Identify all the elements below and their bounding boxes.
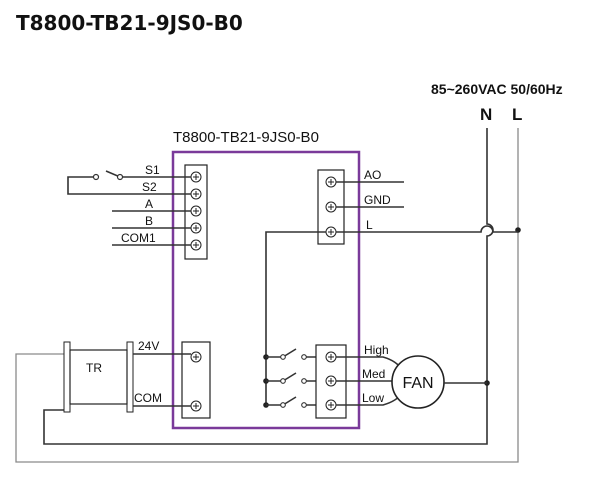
power-terminal-screws	[190, 351, 202, 412]
output-label-ao: AO	[364, 168, 381, 182]
input-label-b: B	[145, 214, 153, 228]
transformer-right-flange	[126, 341, 134, 413]
line-rail	[15, 128, 519, 463]
input-label-com1: COM1	[121, 231, 156, 245]
power-label-24v: 24V	[138, 339, 159, 353]
transformer-left-flange	[63, 341, 71, 413]
transformer-label: TR	[86, 361, 102, 375]
s1-switch-contact	[92, 173, 100, 181]
transformer-core	[69, 349, 128, 405]
input-label-a: A	[145, 197, 153, 211]
page-title: T8800-TB21-9JS0-B0	[16, 11, 243, 35]
relay-switch-high	[266, 348, 326, 360]
output-terminal-screws	[325, 176, 337, 238]
output-label-gnd: GND	[364, 193, 391, 207]
fan-motor	[391, 355, 445, 409]
supply-voltage-label: 85~260VAC 50/60Hz	[431, 81, 563, 97]
line-label: L	[512, 105, 522, 124]
neutral-label: N	[480, 105, 492, 124]
fan-speed-label-med: Med	[362, 367, 385, 381]
fan-label: FAN	[402, 375, 433, 392]
relay-common-bus	[265, 231, 326, 405]
fan-speed-label-low: Low	[362, 391, 384, 405]
output-l-wire	[336, 225, 518, 233]
output-label-l: L	[366, 218, 373, 232]
s1-switch-contact	[116, 173, 124, 181]
power-label-com: COM	[134, 391, 162, 405]
fan-speed-label-high: High	[364, 343, 389, 357]
controller-model-label: T8800-TB21-9JS0-B0	[173, 129, 319, 146]
input-label-s2: S2	[142, 180, 157, 194]
fan-terminal-screws	[325, 351, 337, 411]
input-label-s1: S1	[145, 163, 160, 177]
